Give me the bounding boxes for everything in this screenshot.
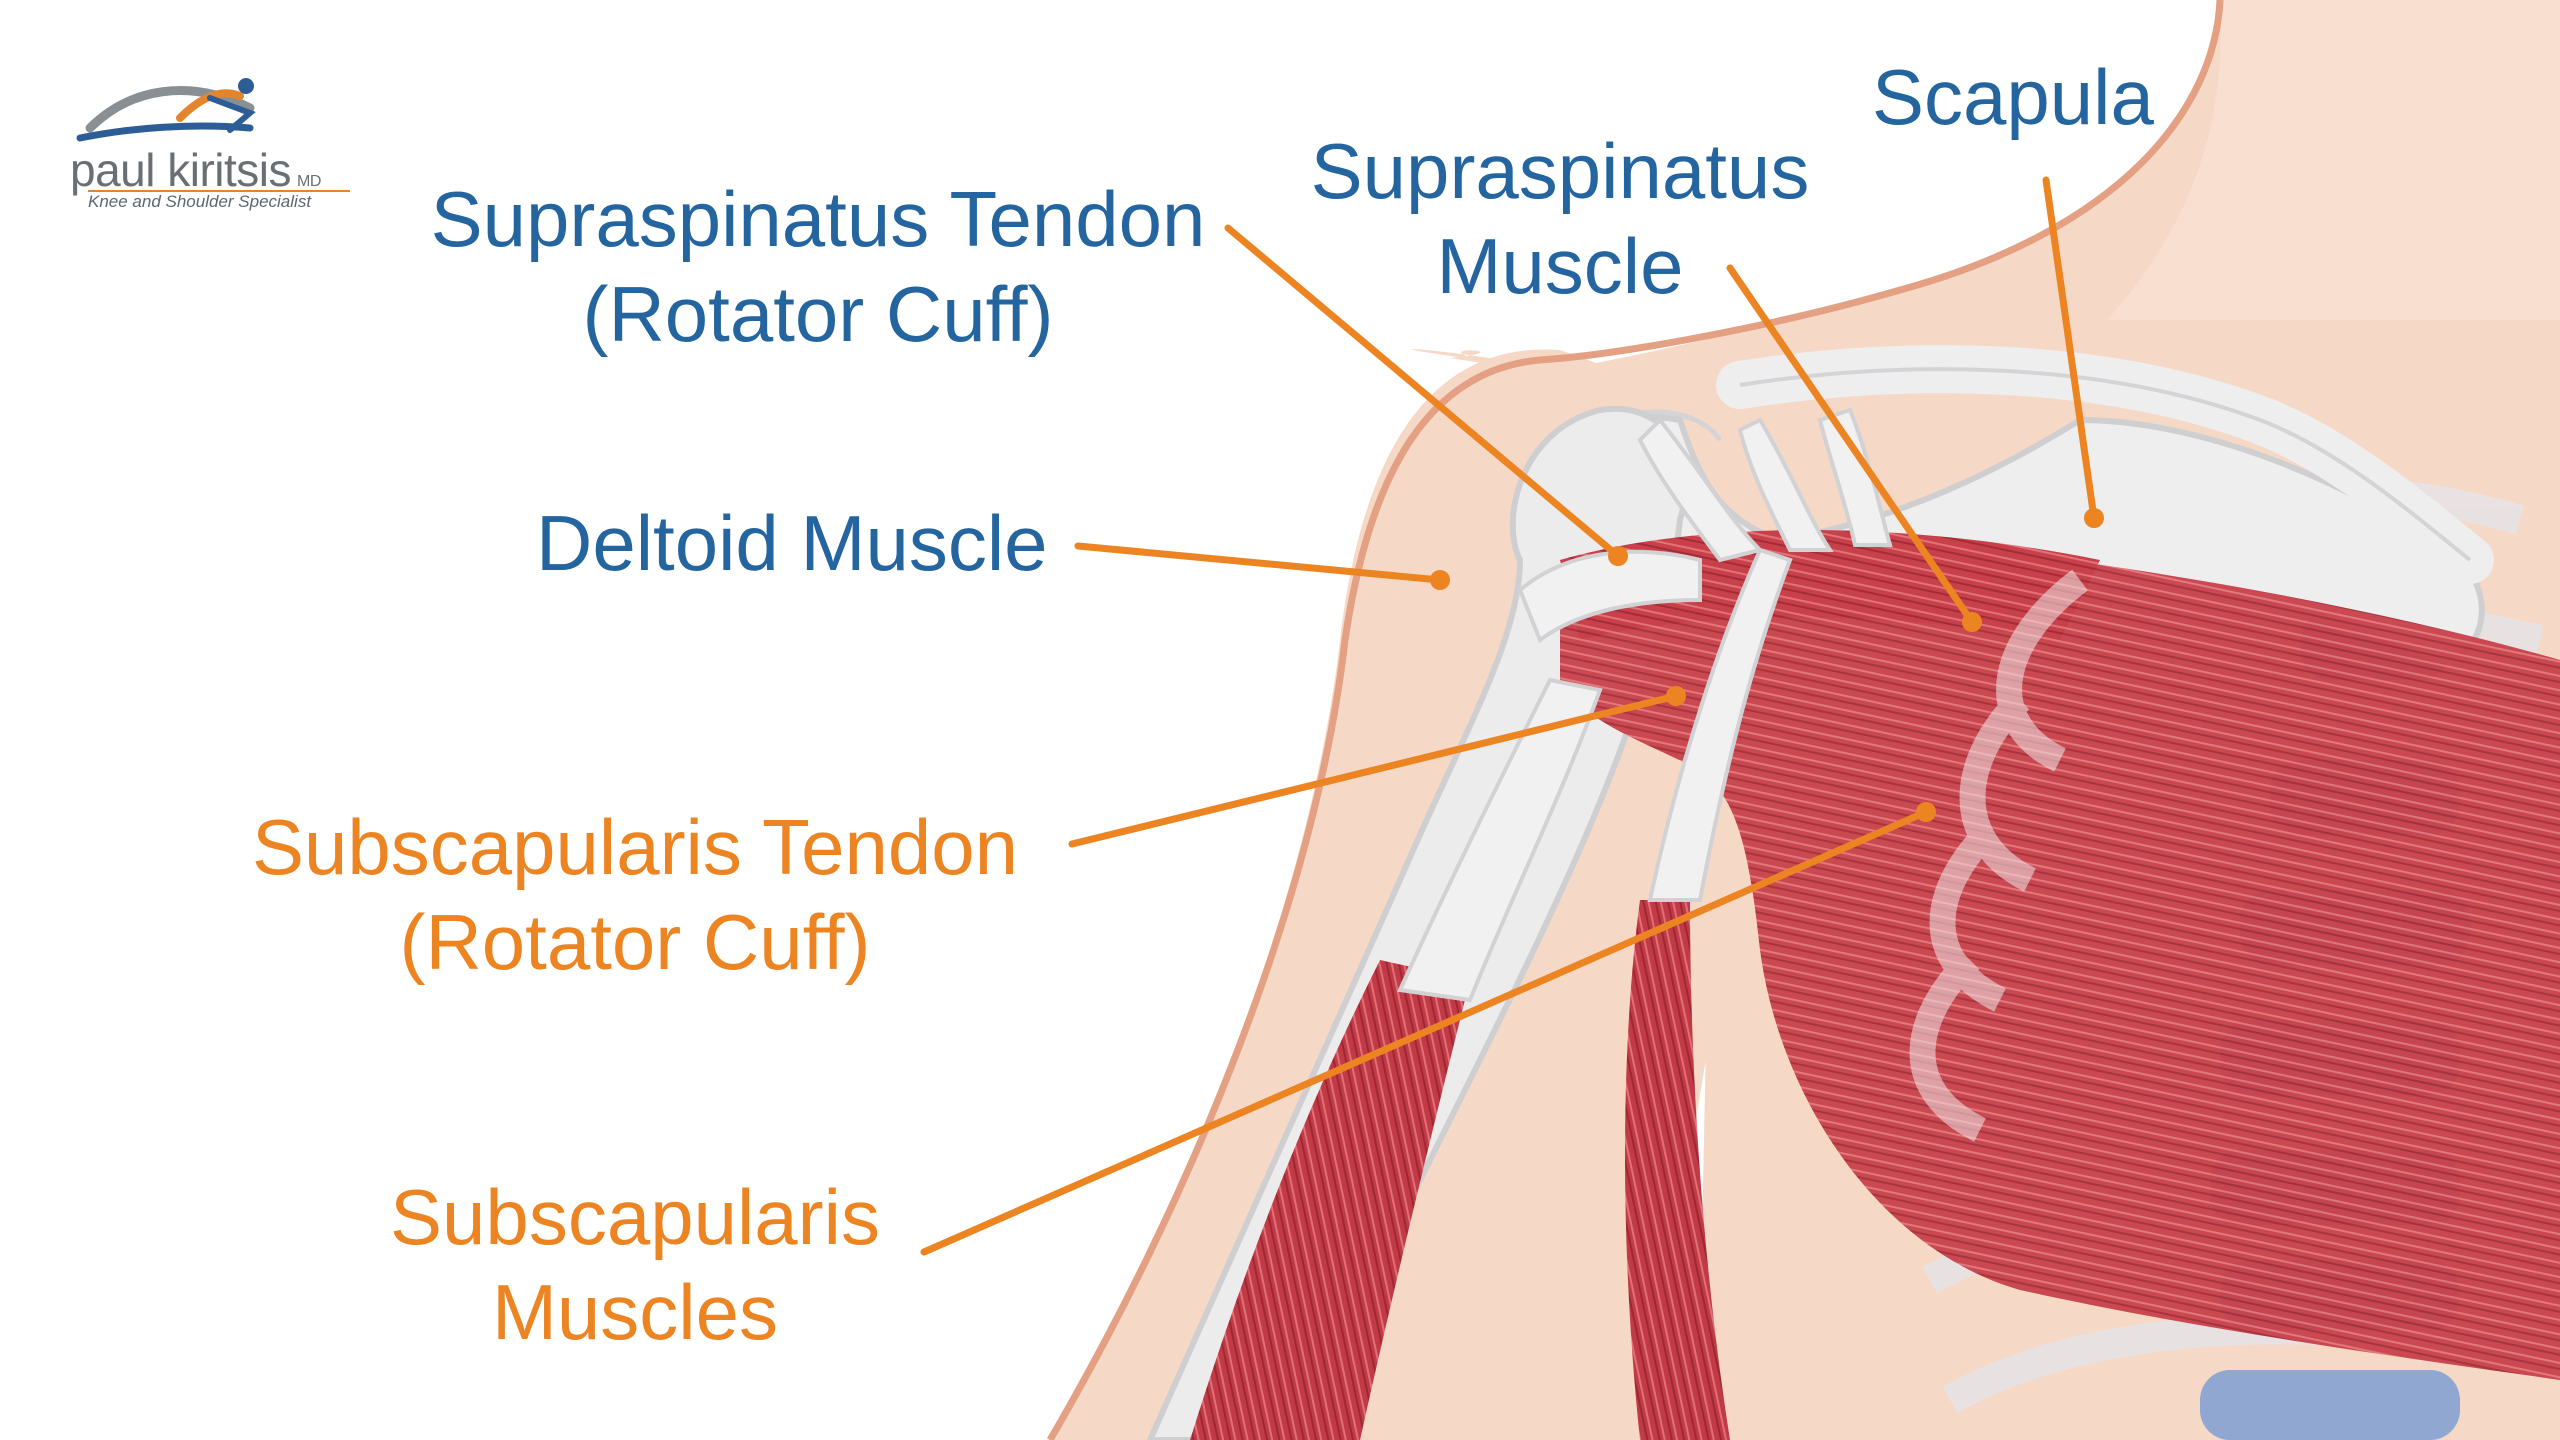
label-subscapularis-tendon: Subscapularis Tendon (Rotator Cuff) [230, 800, 1040, 990]
label-line: Subscapularis Tendon [251, 803, 1019, 891]
logo-name: paul kiritsis [70, 144, 292, 196]
label-line: Muscles [491, 1268, 779, 1356]
leader-subscapularis-muscles [920, 808, 1930, 1256]
tendons [1397, 407, 1893, 1003]
leader-scapula [2042, 176, 2098, 522]
leader-supraspinatus-muscle [1726, 264, 1976, 626]
label-line: Muscle [1436, 222, 1684, 310]
label-line: Scapula [1872, 53, 2154, 141]
label-subscapularis-muscles: Subscapularis Muscles [370, 1170, 900, 1360]
label-line: Supraspinatus Tendon [430, 175, 1206, 263]
label-scapula: Scapula [1872, 50, 2154, 145]
leader-dots [1430, 508, 2104, 822]
label-line: Supraspinatus [1310, 127, 1810, 215]
label-deltoid-muscle: Deltoid Muscle [536, 496, 1048, 591]
logo-tagline: Knee and Shoulder Specialist [88, 192, 312, 211]
leader-subscapularis-tendon [1068, 692, 1680, 848]
leader-lines [920, 176, 2098, 1256]
leader-deltoid-muscle [1074, 542, 1444, 584]
swoosh-figure-icon [76, 78, 256, 142]
label-supraspinatus-tendon: Supraspinatus Tendon (Rotator Cuff) [418, 172, 1218, 362]
label-line: Subscapularis [390, 1173, 880, 1261]
label-line: Deltoid Muscle [536, 499, 1048, 587]
logo-suffix: MD [297, 173, 321, 190]
label-supraspinatus-muscle: Supraspinatus Muscle [1300, 124, 1820, 314]
front-ribs-overlay [1909, 569, 2088, 1142]
leader-supraspinatus-tendon [1224, 224, 1622, 560]
logo-rule [88, 190, 350, 192]
biceps-muscle [1190, 900, 1730, 1440]
label-line: (Rotator Cuff) [399, 898, 871, 986]
label-line: (Rotator Cuff) [582, 270, 1054, 358]
